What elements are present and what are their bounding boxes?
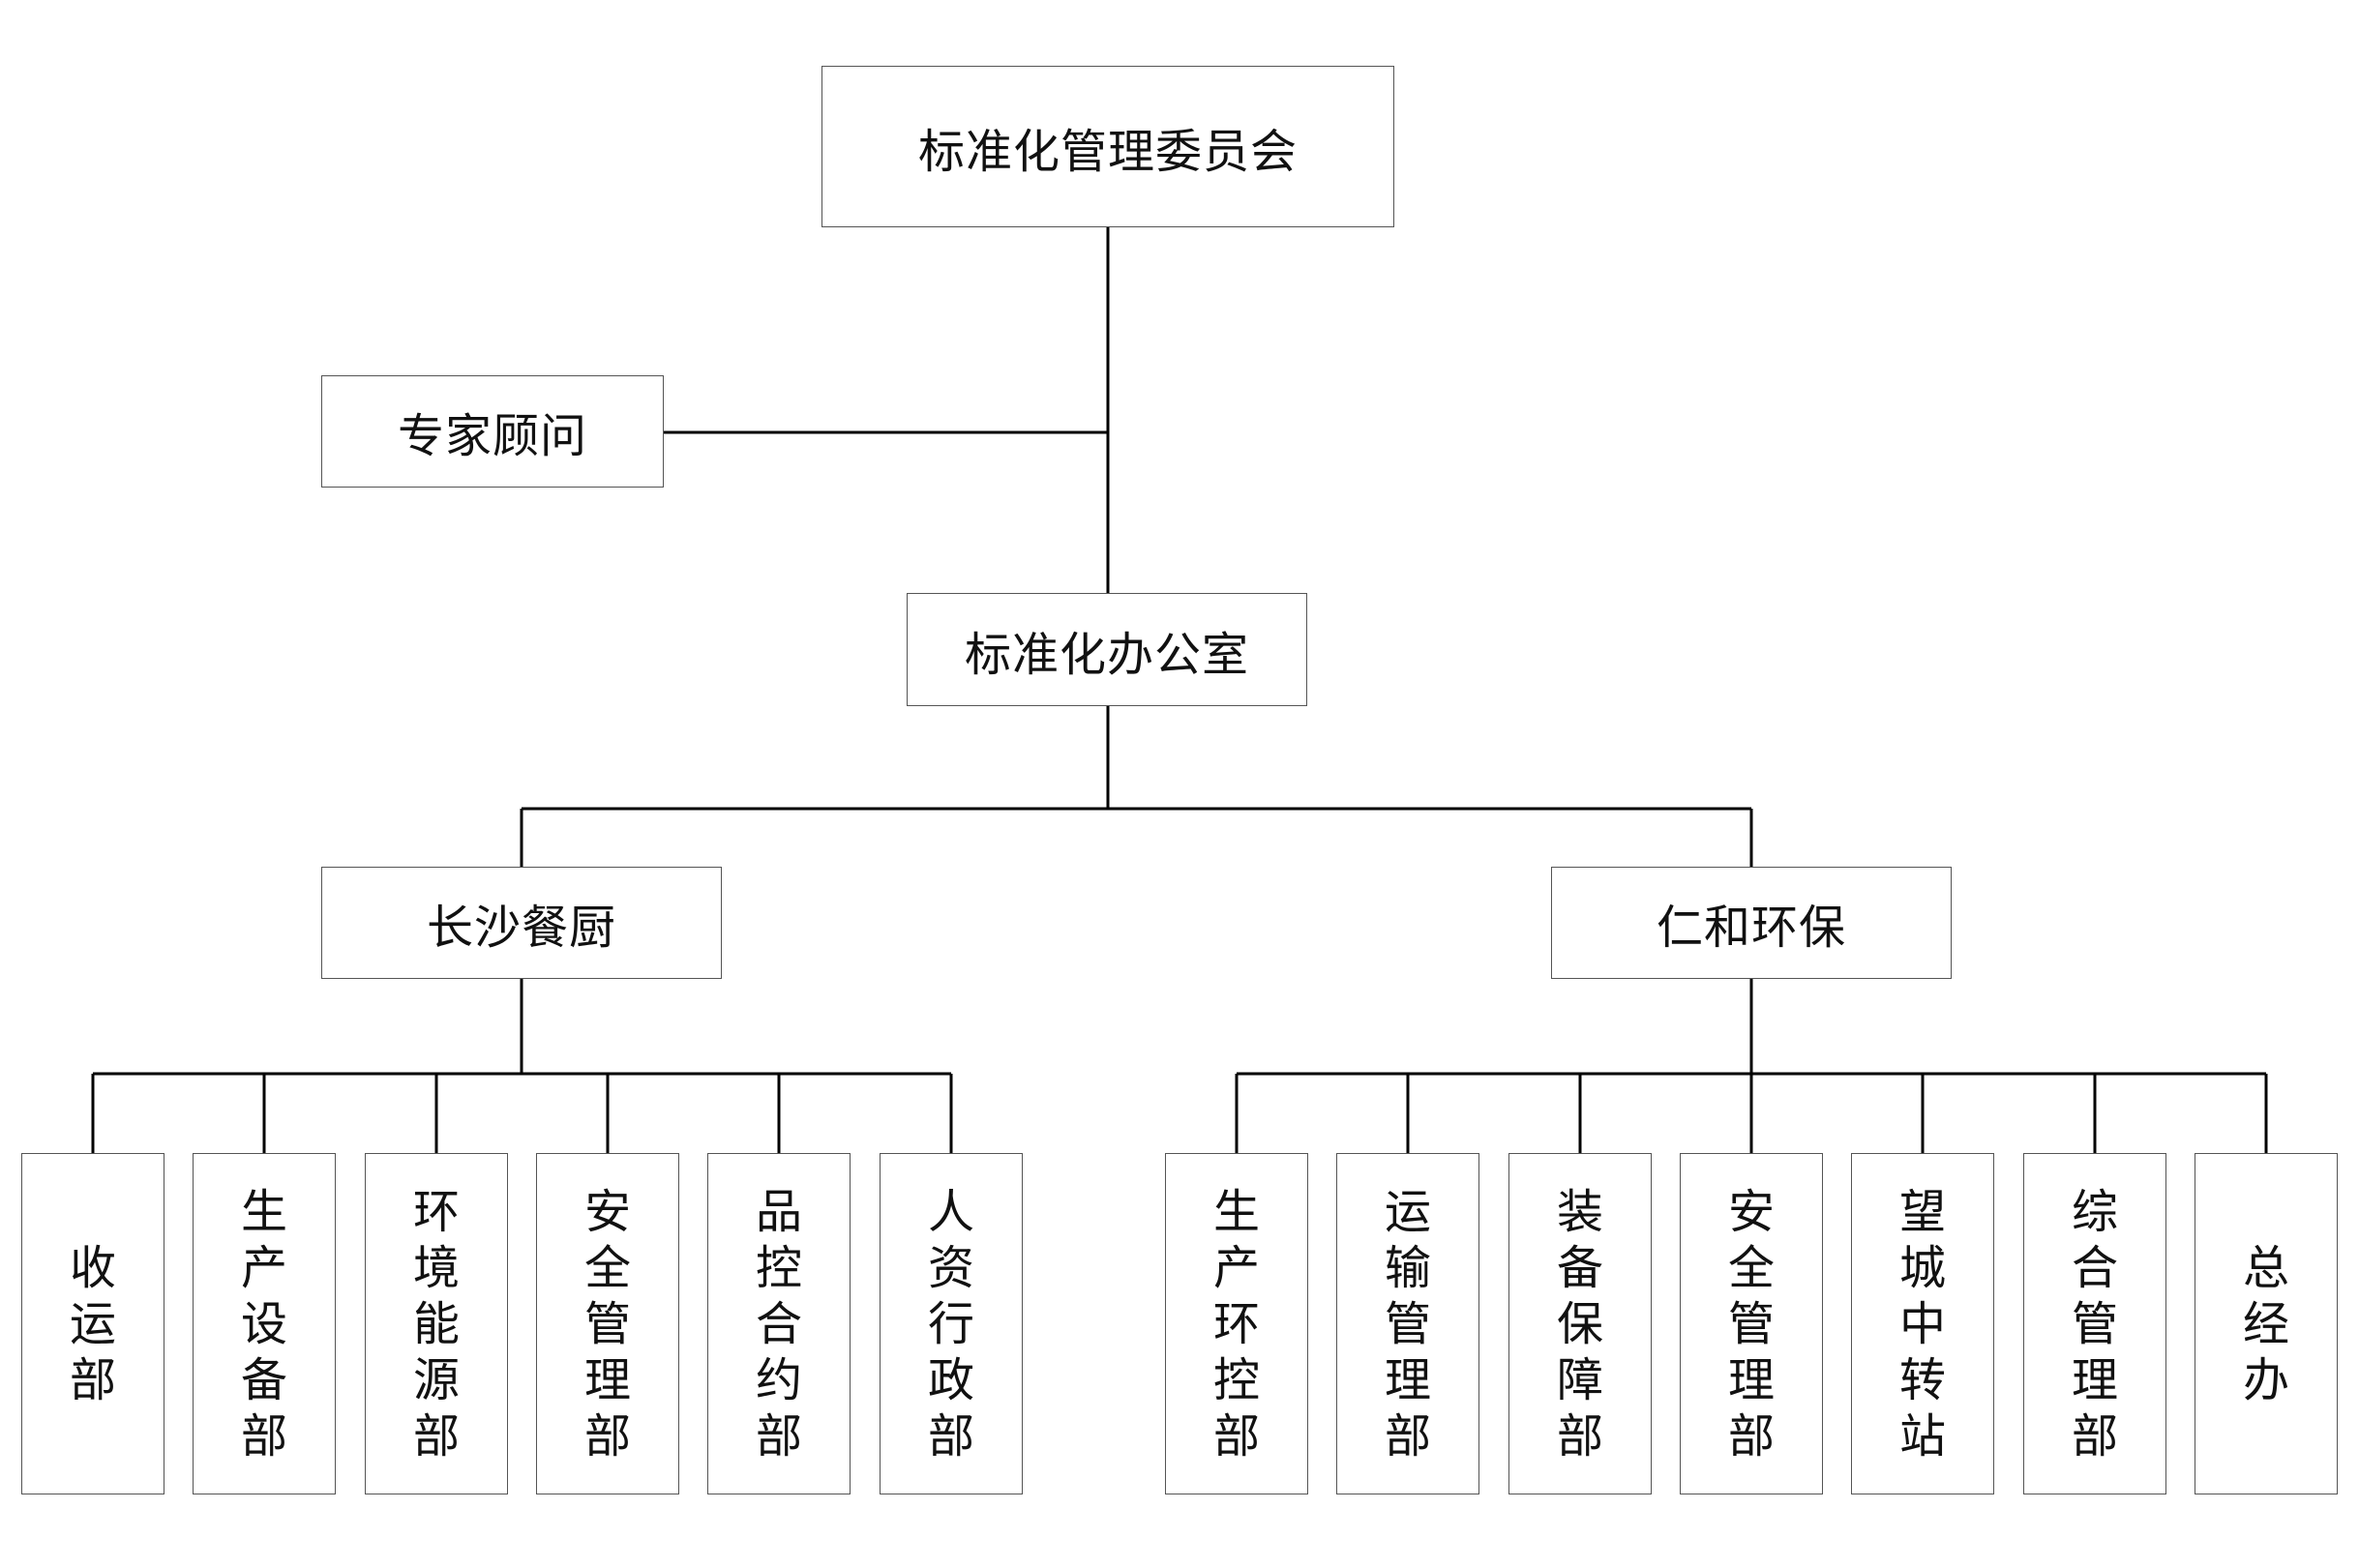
dept-label: 综合管理部 — [2071, 1184, 2118, 1464]
dept-box: 综合管理部 — [2023, 1153, 2166, 1494]
branch-label: 长沙餐厨 — [426, 901, 616, 955]
dept-box: 望城中转站 — [1851, 1153, 1994, 1494]
dept-box: 装备保障部 — [1508, 1153, 1652, 1494]
dept-label: 安全管理部 — [583, 1184, 631, 1464]
dept-label: 生产环控部 — [1212, 1184, 1260, 1464]
dept-box: 生产设备部 — [193, 1153, 336, 1494]
branch-box-renhe: 仁和环保 — [1551, 867, 1952, 979]
dept-label: 生产设备部 — [240, 1184, 287, 1464]
dept-box: 人资行政部 — [880, 1153, 1023, 1494]
dept-box: 运输管理部 — [1336, 1153, 1479, 1494]
dept-box: 品控合约部 — [707, 1153, 851, 1494]
committee-box: 标准化管理委员会 — [821, 66, 1394, 227]
branch-label: 仁和环保 — [1656, 901, 1846, 955]
advisor-box: 专家顾问 — [321, 375, 664, 488]
dept-box: 安全管理部 — [1680, 1153, 1823, 1494]
branch-box-changsha: 长沙餐厨 — [321, 867, 722, 979]
dept-label: 收运部 — [69, 1240, 116, 1407]
dept-box: 生产环控部 — [1165, 1153, 1308, 1494]
dept-label: 望城中转站 — [1898, 1184, 1946, 1464]
dept-label: 人资行政部 — [927, 1184, 974, 1464]
dept-label: 环境能源部 — [412, 1184, 460, 1464]
dept-box: 收运部 — [21, 1153, 164, 1494]
dept-label: 运输管理部 — [1384, 1184, 1431, 1464]
committee-label: 标准化管理委员会 — [917, 124, 1298, 179]
dept-label: 安全管理部 — [1727, 1184, 1775, 1464]
dept-label: 装备保障部 — [1556, 1184, 1603, 1464]
dept-label: 总经办 — [2242, 1240, 2289, 1407]
office-label: 标准化办公室 — [964, 627, 1249, 682]
dept-box: 安全管理部 — [536, 1153, 679, 1494]
dept-box: 环境能源部 — [365, 1153, 508, 1494]
dept-box: 总经办 — [2195, 1153, 2338, 1494]
dept-label: 品控合约部 — [755, 1184, 802, 1464]
office-box: 标准化办公室 — [907, 593, 1307, 706]
advisor-label: 专家顾问 — [397, 409, 587, 463]
